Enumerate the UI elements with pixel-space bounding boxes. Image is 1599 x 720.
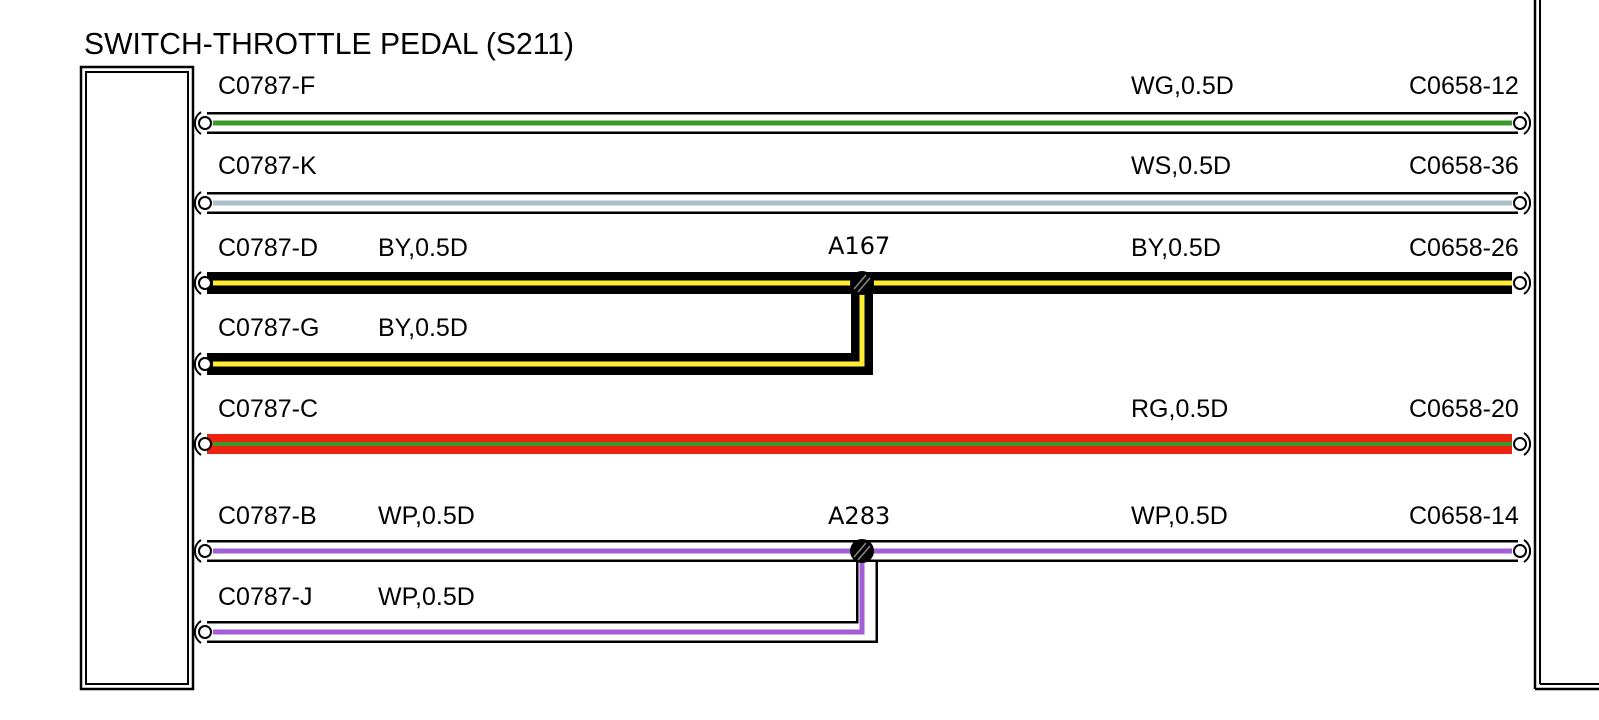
pin-c0787-f-icon [194,111,212,135]
wire-d-left-connector: C0787-D [218,234,318,262]
pin-c0787-g-icon [194,352,212,376]
wire-b-left-connector: C0787-B [218,502,317,530]
pin-c0787-b-icon [194,539,212,563]
wire-c0787-c: C0787-C RG,0.5D C0658-20 [207,395,1519,454]
wire-c-right-connector: C0658-20 [1409,395,1519,423]
wire-g-left-connector: C0787-G [218,314,319,342]
pin-c0658-12-icon [1513,111,1531,135]
wire-c0787-k: C0787-K WS,0.5D C0658-36 [207,152,1519,214]
wire-b-right-connector: C0658-14 [1409,502,1519,530]
wire-c0787-f: C0787-F WG,0.5D C0658-12 [207,72,1519,134]
throttle-pedal-switch-component [79,65,195,691]
pin-c0787-j-icon [194,620,212,644]
left-connector-pins [194,111,212,644]
pin-c0787-c-icon [194,432,212,456]
wire-f-right-connector: C0658-12 [1409,72,1519,100]
wire-c0787-j: C0787-J WP,0.5D [207,551,878,643]
wire-g-spec: BY,0.5D [378,314,468,342]
wire-j-spec: WP,0.5D [378,583,475,611]
wire-k-spec: WS,0.5D [1131,152,1231,180]
wire-c0787-g: C0787-G BY,0.5D [207,283,873,375]
wire-d-spec-right: BY,0.5D [1131,234,1221,262]
splice-a283-label: A283 [828,502,890,530]
wire-d-right-connector: C0658-26 [1409,234,1519,262]
pin-c0658-14-icon [1513,539,1531,563]
pin-c0787-k-icon [194,191,212,215]
pin-c0658-36-icon [1513,191,1531,215]
right-connector-pins [1513,111,1531,563]
splice-a283: A283 [828,502,890,563]
splice-a167: A167 [828,232,890,295]
wire-f-left-connector: C0787-F [218,72,315,100]
wire-d-spec-left: BY,0.5D [378,234,468,262]
pin-c0787-d-icon [194,271,212,295]
wire-b-spec-right: WP,0.5D [1131,502,1228,530]
wire-k-right-connector: C0658-36 [1409,152,1519,180]
pin-c0658-26-icon [1513,271,1531,295]
wire-f-spec: WG,0.5D [1131,72,1234,100]
wire-c-left-connector: C0787-C [218,395,318,423]
wire-j-left-connector: C0787-J [218,583,313,611]
wire-k-left-connector: C0787-K [218,152,317,180]
right-component-edge [1533,0,1599,691]
wire-b-spec-left: WP,0.5D [378,502,475,530]
splice-a167-label: A167 [828,232,890,260]
pin-c0658-20-icon [1513,432,1531,456]
diagram-title: SWITCH-THROTTLE PEDAL (S211) [84,26,574,61]
wire-c-spec: RG,0.5D [1131,395,1228,423]
